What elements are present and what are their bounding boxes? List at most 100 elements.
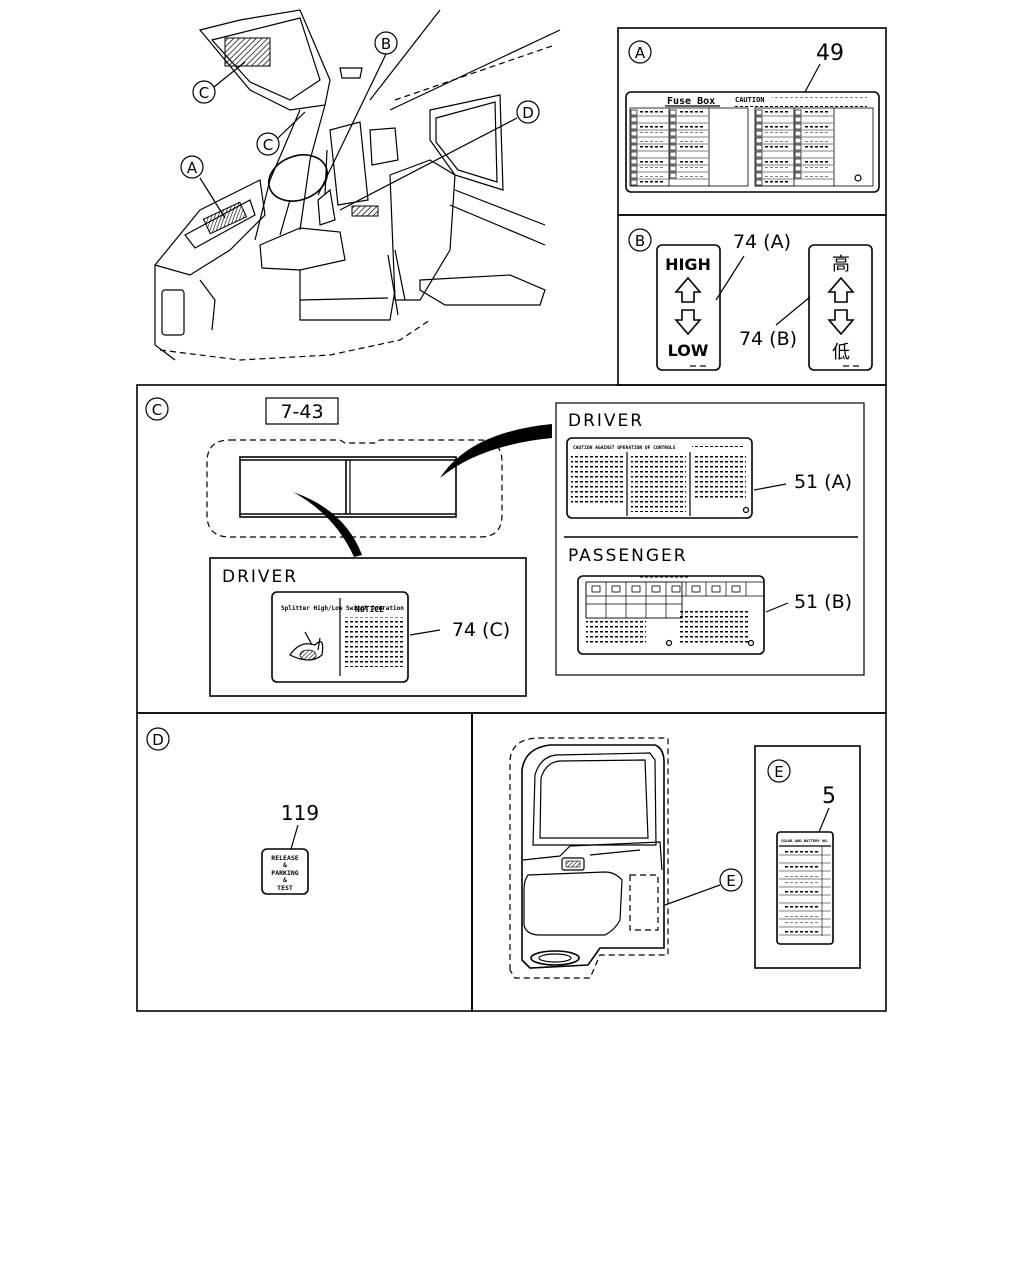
table-text-line (783, 906, 819, 909)
fuse-text-line (679, 160, 703, 163)
control-icon (591, 585, 601, 593)
panel-d: D 119 RELEASE & PARKING & TEST (136, 712, 473, 1012)
svg-text:&: & (283, 861, 287, 869)
fuse-text-line (640, 111, 664, 114)
fuse-slot (630, 123, 638, 130)
control-icon (691, 585, 701, 593)
splitter-label-74c: Splitter High/Low Switch Operation NOTIC… (271, 591, 409, 683)
fuse-slot (669, 137, 677, 144)
fuse-slot (794, 116, 802, 123)
driver-label-box-left: DRIVER Splitter High/Low Switch Operatio… (209, 557, 527, 697)
fuse-slot (755, 137, 763, 144)
fuse-text-line (804, 174, 828, 177)
part-number-51b: 51 (B) (794, 591, 852, 613)
fuse-slot (630, 137, 638, 144)
passenger-label-51b (577, 575, 765, 655)
fuse-slot (755, 165, 763, 172)
svg-text:D: D (152, 731, 164, 749)
fuse-text-line (640, 118, 664, 121)
high-low-label: HIGH LOW (656, 244, 721, 371)
table-text-line (783, 866, 819, 869)
fuse-slot (669, 130, 677, 137)
fuse-slot (755, 179, 763, 186)
svg-text:Splitter High/Low Switch Opera: Splitter High/Low Switch Operation (281, 605, 404, 612)
svg-text:NOTICE: NOTICE (355, 605, 384, 614)
svg-text:CAUTION AGAINST OPERATION OF C: CAUTION AGAINST OPERATION OF CONTROLS (573, 445, 676, 451)
cab-interior-illustration (153, 9, 561, 361)
part-number-74a: 74 (A) (733, 231, 791, 253)
fuse-text-line (765, 111, 789, 114)
table-text-line (783, 922, 819, 925)
svg-text:B: B (635, 232, 645, 250)
fuse-text-line (804, 139, 828, 142)
fuse-text-line (679, 174, 703, 177)
svg-text:DRIVER: DRIVER (568, 411, 644, 431)
control-icon (651, 585, 661, 593)
control-icon (671, 585, 681, 593)
fuse-slot (794, 130, 802, 137)
svg-text:E: E (774, 763, 783, 781)
fuse-slot (630, 172, 638, 179)
fuse-text-line (640, 167, 664, 170)
svg-text:E: E (726, 872, 735, 890)
table-text-line (783, 890, 819, 893)
svg-text:C: C (199, 84, 209, 102)
part-number-5: 5 (822, 784, 836, 809)
panel-b: B 74 (A) 74 (B) HIGH LOW 高 低 (617, 214, 887, 386)
part-number-74c: 74 (C) (452, 619, 510, 641)
control-icon (731, 585, 741, 593)
svg-text:PASSENGER: PASSENGER (568, 546, 688, 566)
part-number-119: 119 (281, 801, 319, 825)
fuse-text-line (765, 174, 789, 177)
fuse-text-line (765, 132, 789, 135)
fuse-text-line (679, 146, 703, 149)
fuse-slot (669, 158, 677, 165)
part-number-49: 49 (816, 41, 844, 66)
svg-text:&: & (283, 876, 287, 884)
fuse-slot (630, 144, 638, 151)
table-text-line (783, 914, 819, 917)
overview-callout-d: D (339, 100, 540, 211)
fuse-text-line (765, 167, 789, 170)
fuse-text-line (804, 153, 828, 156)
fuse-text-line (765, 181, 789, 184)
fuse-slot (755, 109, 763, 116)
fuse-text-line (765, 125, 789, 128)
fuse-slot (669, 165, 677, 172)
fuse-slot (669, 123, 677, 130)
fuse-text-line (804, 160, 828, 163)
fuse-text-line (640, 132, 664, 135)
fuse-text-line (804, 118, 828, 121)
fuse-slot (755, 116, 763, 123)
table-text-line (783, 874, 819, 877)
svg-text:PARKING: PARKING (271, 869, 298, 877)
fuse-slot (794, 109, 802, 116)
fuse-text-line (679, 132, 703, 135)
svg-text:LOW: LOW (668, 341, 709, 360)
fuse-slot (794, 158, 802, 165)
fuse-slot (755, 130, 763, 137)
svg-text:CAUTION: CAUTION (735, 96, 765, 104)
fuse-slot (755, 123, 763, 130)
fuse-text-line (640, 146, 664, 149)
fuse-slot (794, 137, 802, 144)
svg-text:Fuse Box: Fuse Box (667, 96, 715, 107)
table-text-line (783, 898, 819, 901)
table-text-line (783, 882, 819, 885)
fuse-slot (630, 151, 638, 158)
fuse-text-line (640, 181, 664, 184)
svg-text:HIGH: HIGH (665, 255, 711, 274)
fuse-slot (794, 165, 802, 172)
svg-text:低: 低 (832, 342, 850, 363)
fuse-text-line (765, 146, 789, 149)
fuse-text-line (679, 153, 703, 156)
fuse-slot (794, 123, 802, 130)
panel-e-detail: E 5 COLOR AND BATTERY NO. (754, 745, 861, 969)
fuse-slot (794, 151, 802, 158)
panel-c: C 7-43 DRIVER Splitter High/Low Switch O… (136, 384, 887, 714)
svg-text:COLOR AND BATTERY NO.: COLOR AND BATTERY NO. (781, 838, 829, 843)
fuse-text-line (765, 153, 789, 156)
fuse-slot (755, 158, 763, 165)
fuse-slot (669, 151, 677, 158)
fuse-text-line (679, 111, 703, 114)
